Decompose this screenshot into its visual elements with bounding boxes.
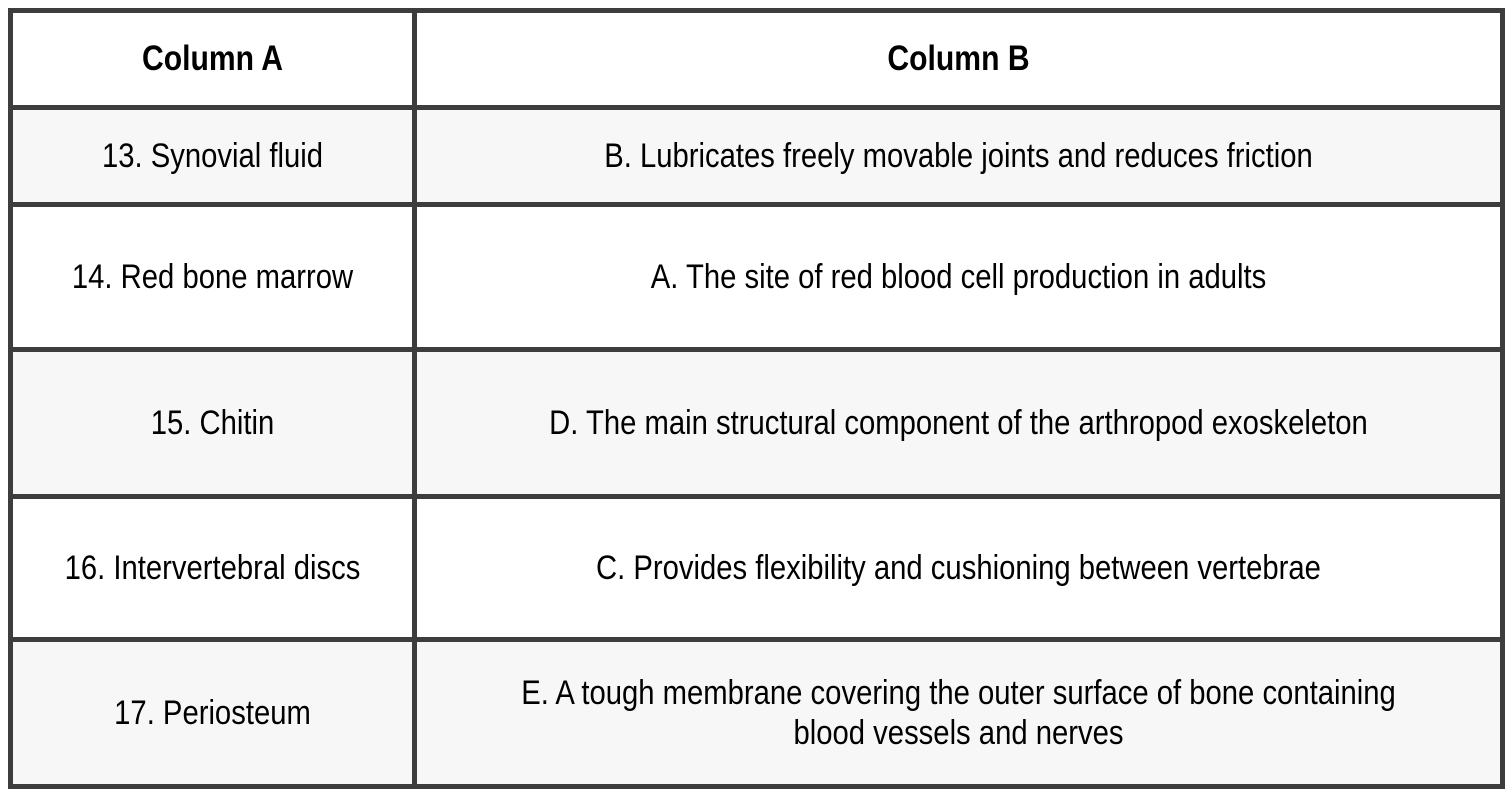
term-cell-14: 14. Red bone marrow — [8, 202, 417, 352]
column-header-a-label: Column A — [141, 39, 284, 79]
header-row: Column A Column B — [8, 8, 1505, 110]
table-header: Column A Column B — [8, 8, 1505, 110]
definition-label-13: B. Lubricates freely movable joints and … — [604, 136, 1313, 175]
term-cell-17: 17. Periosteum — [8, 637, 417, 789]
table-row: 16. Intervertebral discs C. Provides fle… — [8, 494, 1505, 642]
column-header-b-label: Column B — [887, 39, 1030, 79]
definition-label-15: D. The main structural component of the … — [549, 403, 1368, 442]
definition-cell-17: E. A tough membrane covering the outer s… — [412, 637, 1505, 789]
definition-cell-15: D. The main structural component of the … — [412, 347, 1505, 499]
table-row: 15. Chitin D. The main structural compon… — [8, 347, 1505, 499]
term-label-15: 15. Chitin — [150, 403, 275, 442]
term-cell-16: 16. Intervertebral discs — [8, 494, 417, 642]
term-label-13: 13. Synovial fluid — [101, 136, 324, 175]
column-header-b: Column B — [412, 8, 1505, 110]
column-header-a: Column A — [8, 8, 417, 110]
table-row: 14. Red bone marrow A. The site of red b… — [8, 202, 1505, 352]
term-cell-15: 15. Chitin — [8, 347, 417, 499]
term-cell-13: 13. Synovial fluid — [8, 105, 417, 207]
term-label-17: 17. Periosteum — [114, 693, 311, 732]
definition-cell-16: C. Provides flexibility and cushioning b… — [412, 494, 1505, 642]
definition-label-14: A. The site of red blood cell production… — [650, 257, 1267, 296]
table-row: 17. Periosteum E. A tough membrane cover… — [8, 637, 1505, 789]
definition-cell-13: B. Lubricates freely movable joints and … — [412, 105, 1505, 207]
term-label-16: 16. Intervertebral discs — [64, 548, 361, 587]
definition-cell-14: A. The site of red blood cell production… — [412, 202, 1505, 352]
page-root: Column A Column B 13. Synovial fluid B. … — [8, 8, 1505, 789]
matching-table-container: Column A Column B 13. Synovial fluid B. … — [8, 8, 1505, 789]
term-label-14: 14. Red bone marrow — [71, 257, 354, 296]
matching-table: Column A Column B 13. Synovial fluid B. … — [8, 8, 1505, 789]
table-body: 13. Synovial fluid B. Lubricates freely … — [8, 105, 1505, 789]
table-row: 13. Synovial fluid B. Lubricates freely … — [8, 105, 1505, 207]
definition-label-16: C. Provides flexibility and cushioning b… — [596, 548, 1321, 587]
definition-label-17: E. A tough membrane covering the outer s… — [521, 673, 1396, 752]
